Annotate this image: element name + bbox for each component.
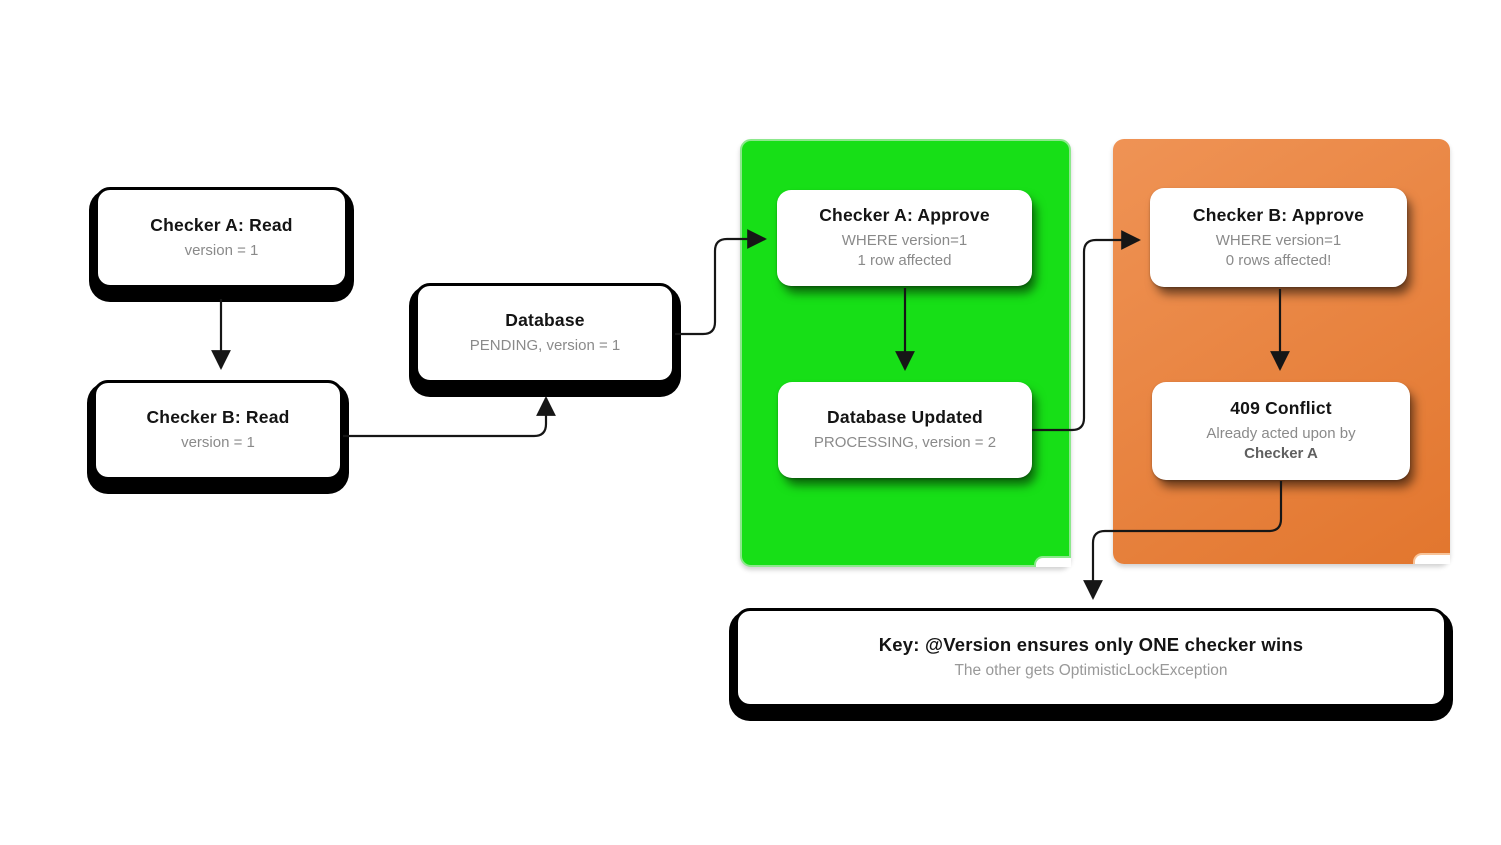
node-subtitle: PENDING, version = 1 [469, 337, 621, 355]
node-subtitle: Already acted upon by Checker A [1206, 424, 1355, 464]
node-title: 409 Conflict [1230, 398, 1332, 419]
node-subtitle: WHERE version=1 0 rows affected! [1216, 231, 1341, 271]
node-subtitle: version = 1 [184, 241, 259, 259]
node-subtitle-line1: WHERE version=1 [1215, 231, 1342, 249]
node-subtitle-line1: Already acted upon by [1206, 425, 1356, 443]
node-title: Checker A: Read [150, 214, 293, 235]
node-checker-b-approve: Checker B: Approve WHERE version=1 0 row… [1150, 188, 1407, 287]
node-subtitle: WHERE version=1 1 row affected [842, 231, 967, 271]
watermark-cover [1034, 556, 1071, 567]
node-title: Checker A: Approve [819, 205, 990, 226]
node-subtitle-line2: Checker A [1244, 445, 1318, 462]
node-checker-b-read: Checker B: Read version = 1 [93, 380, 343, 480]
node-title: Database Updated [827, 407, 983, 428]
node-database: Database PENDING, version = 1 [415, 283, 675, 383]
watermark-cover [1413, 553, 1450, 564]
node-checker-a-read: Checker A: Read version = 1 [95, 187, 348, 288]
node-subtitle-line2: 0 rows affected! [1225, 251, 1332, 269]
node-database-updated: Database Updated PROCESSING, version = 2 [778, 382, 1032, 478]
node-title: Key: @Version ensures only ONE checker w… [878, 633, 1304, 655]
node-title: Checker B: Read [146, 407, 290, 428]
node-title: Database [505, 310, 585, 331]
node-409-conflict: 409 Conflict Already acted upon by Check… [1152, 382, 1410, 480]
edge-checker-b-read-to-database [343, 396, 556, 438]
node-title: Checker B: Approve [1192, 204, 1365, 225]
node-subtitle-line2: 1 row affected [857, 252, 952, 269]
node-key-note: Key: @Version ensures only ONE checker w… [735, 608, 1447, 707]
node-subtitle-line1: WHERE version=1 [841, 232, 968, 250]
node-subtitle: The other gets OptimisticLockException [954, 661, 1228, 679]
node-subtitle: PROCESSING, version = 2 [813, 434, 997, 452]
node-subtitle: version = 1 [181, 434, 255, 452]
node-checker-a-approve: Checker A: Approve WHERE version=1 1 row… [777, 190, 1032, 286]
